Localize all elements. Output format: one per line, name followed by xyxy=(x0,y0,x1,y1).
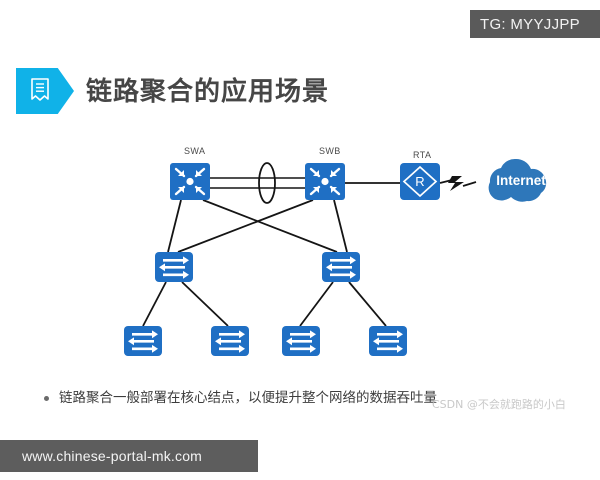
footer-bar: www.chinese-portal-mk.com xyxy=(0,440,258,472)
slide-title-row: 链路聚合的应用场景 xyxy=(16,68,576,116)
link-swa-dsw2 xyxy=(202,199,338,253)
link-swa-dsw1 xyxy=(167,199,182,253)
bullet-dot-icon xyxy=(44,396,49,401)
link-dsw1-asw2 xyxy=(181,281,229,327)
cloud-icon[interactable]: Internet xyxy=(488,158,547,202)
node-rta[interactable]: R xyxy=(400,163,440,200)
link-dsw1-asw1 xyxy=(142,281,167,327)
node-swb[interactable] xyxy=(305,163,345,200)
tg-badge: TG: MYYJJPP xyxy=(470,10,600,38)
node-dsw1[interactable] xyxy=(155,252,193,282)
node-asw3[interactable] xyxy=(282,326,320,356)
svg-text:R: R xyxy=(415,174,424,189)
node-label-swa: SWA xyxy=(184,146,206,156)
topology-svg: R Internet xyxy=(124,158,547,356)
link-aggregation-ellipse-icon xyxy=(258,162,276,204)
link-dsw2-asw3 xyxy=(299,281,334,327)
node-asw2[interactable] xyxy=(211,326,249,356)
document-ribbon-icon xyxy=(30,78,50,104)
topology-links xyxy=(142,177,400,327)
node-label-rta: RTA xyxy=(413,150,432,160)
node-dsw2[interactable] xyxy=(322,252,360,282)
network-topology-diagram: SWA SWB RTA xyxy=(0,130,600,380)
link-swb-dsw1 xyxy=(177,199,314,253)
node-asw1[interactable] xyxy=(124,326,162,356)
tg-badge-label: TG: MYYJJPP xyxy=(480,15,580,33)
link-dsw2-asw4 xyxy=(348,281,387,327)
cloud-label: Internet xyxy=(496,173,546,188)
node-asw4[interactable] xyxy=(369,326,407,356)
bullet-text: 链路聚合一般部署在核心结点，以便提升整个网络的数据吞吐量 xyxy=(59,390,437,406)
node-label-swb: SWB xyxy=(319,146,341,156)
bullet-row: 链路聚合一般部署在核心结点，以便提升整个网络的数据吞吐量 xyxy=(44,388,584,408)
link-swb-dsw2 xyxy=(333,199,348,253)
lightning-bolt-icon xyxy=(439,176,477,191)
page-title: 链路聚合的应用场景 xyxy=(86,76,330,106)
node-swa[interactable] xyxy=(170,163,210,200)
footer-url: www.chinese-portal-mk.com xyxy=(22,448,203,464)
